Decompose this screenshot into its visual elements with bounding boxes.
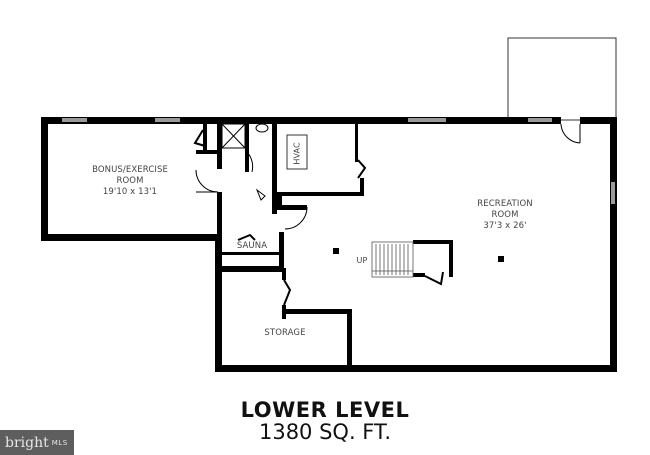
room-label-bonus: BONUS/EXERCISE ROOM 19'10 x 13'1 (92, 165, 168, 197)
bright-mls-logo: bright MLS (0, 430, 74, 455)
floor-title: LOWER LEVEL (240, 398, 410, 422)
room-label-sauna: SAUNA (236, 241, 268, 251)
windows (62, 118, 615, 204)
room-label-storage: STORAGE (264, 328, 306, 338)
bath-fixtures (221, 123, 269, 201)
logo-suffix: MLS (51, 438, 68, 447)
logo-brand: bright (5, 434, 49, 451)
room-label-hvac: HVAC (292, 142, 302, 165)
room-label-recreation: RECREATION ROOM 37'3 x 26' (477, 199, 533, 231)
floor-area: 1380 SQ. FT. (258, 420, 392, 444)
door-swings (195, 123, 581, 230)
stairs (371, 241, 414, 278)
bifold-doors (193, 129, 367, 306)
hvac-unit (286, 134, 308, 170)
stairs-up-label: UP (356, 256, 368, 265)
deck-outline (507, 37, 617, 121)
walls (41, 117, 617, 372)
